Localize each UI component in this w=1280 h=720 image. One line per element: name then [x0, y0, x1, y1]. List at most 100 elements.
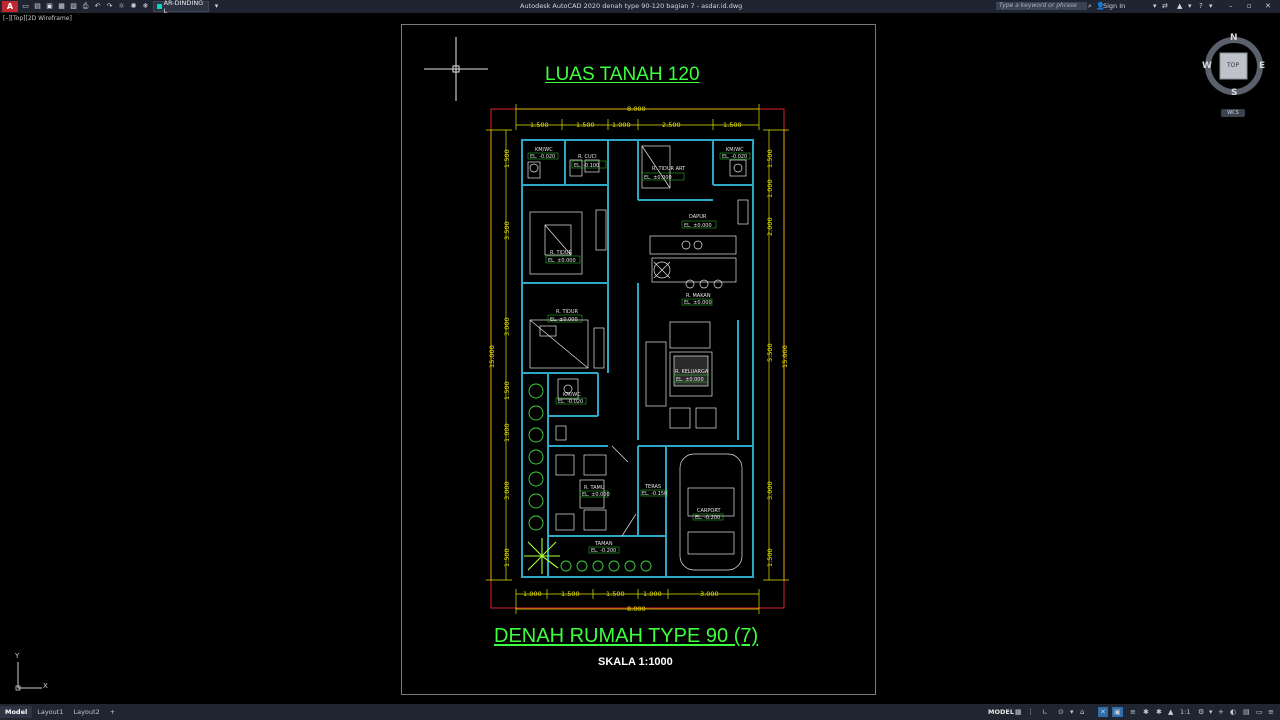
chevron-down-icon[interactable]: ▾: [214, 2, 219, 10]
room-tidur-art-label: R. TIDUR ART: [652, 166, 686, 172]
open-folder-icon[interactable]: ▤: [34, 2, 41, 10]
room-cuci-label: R. CUCI: [578, 154, 597, 160]
auto-scale-icon[interactable]: ✱: [1156, 708, 1162, 716]
chevron-down-icon[interactable]: ▾: [1209, 708, 1213, 716]
room-carport-elevation: EL. -0.200: [695, 515, 720, 521]
search-input[interactable]: Type a keyword or phrase: [996, 2, 1087, 10]
hardware-acceleration-icon[interactable]: ▤: [1243, 708, 1250, 716]
room-taman-label: TAMAN: [594, 541, 613, 547]
exchange-icon[interactable]: ⇄: [1162, 2, 1168, 10]
dim-left-7: 1.500: [503, 548, 511, 567]
compass-south[interactable]: S: [1231, 88, 1238, 98]
web-mobile-icon[interactable]: ▧: [70, 2, 77, 10]
maximize-icon[interactable]: ▫: [1247, 2, 1252, 10]
freeze-icon[interactable]: ❄: [142, 2, 149, 10]
room-tamu-label: R. TAMU: [584, 485, 605, 491]
lightbulb-icon[interactable]: ☼: [118, 2, 125, 10]
grid-icon[interactable]: ▦: [1015, 708, 1022, 716]
new-file-icon[interactable]: ▭: [22, 2, 29, 10]
dim-right-total: 15.000: [781, 345, 789, 368]
room-taman-elevation: EL. -0.200: [591, 548, 616, 554]
crosshair-cursor: [424, 37, 488, 101]
compass-north[interactable]: N: [1230, 33, 1238, 43]
chevron-down-icon[interactable]: ▾: [1188, 2, 1192, 10]
chevron-down-icon[interactable]: ▾: [1070, 708, 1074, 716]
save-as-icon[interactable]: ▦: [58, 2, 65, 10]
ucs-x-label: X: [43, 682, 48, 690]
room-tidur-art-elevation: EL. ±0.000: [644, 175, 672, 181]
add-layout-button[interactable]: +: [109, 708, 116, 716]
customization-icon[interactable]: ≡: [1268, 708, 1274, 716]
viewport-controls[interactable]: [–][Top][2D Wireframe]: [3, 15, 72, 22]
room-dapur-label: DAPUR: [689, 214, 707, 220]
dim-top-5: 1.500: [723, 121, 742, 129]
dim-right-4: 5.500: [766, 343, 774, 362]
otrack-icon[interactable]: ▣: [1112, 707, 1123, 717]
sun-icon[interactable]: ✺: [130, 2, 137, 10]
dim-bottom-total: 8.000: [627, 605, 646, 613]
annotation-visibility-icon[interactable]: ✱: [1143, 708, 1149, 716]
isolate-icon[interactable]: ◐: [1230, 708, 1237, 716]
plus-icon[interactable]: +: [1218, 708, 1224, 716]
annotation-scale-icon[interactable]: ▲: [1168, 708, 1174, 716]
room-carport-label: CARPORT: [697, 508, 721, 514]
gear-icon[interactable]: ⚙: [1198, 708, 1205, 716]
dim-right-5: 3.000: [766, 481, 774, 500]
room-makan-label: R. MAKAN: [686, 293, 711, 299]
dim-top-2: 1.500: [576, 121, 595, 129]
dim-left-5: 1.000: [503, 423, 511, 442]
chevron-down-icon[interactable]: ▾: [1209, 2, 1213, 10]
room-makan-elevation: EL. ±0.000: [684, 300, 712, 306]
furniture: [527, 145, 749, 571]
dim-left-1: 1.500: [503, 149, 511, 168]
clean-screen-icon[interactable]: ▭: [1256, 708, 1263, 716]
plot-icon[interactable]: ⎙: [82, 2, 89, 10]
quick-access-toolbar: A ▭ ▤ ▣ ▦ ▧ ⎙ ↶ ↷ ☼ ✺ ❄ AR-DINDING L ▾: [0, 0, 221, 15]
undo-icon[interactable]: ↶: [94, 2, 101, 10]
tab-layout2[interactable]: Layout2: [73, 708, 100, 716]
dim-right-2: 1.000: [766, 179, 774, 198]
osnap-icon[interactable]: ✕: [1098, 707, 1108, 717]
walls: [521, 139, 754, 578]
close-icon[interactable]: ✕: [1265, 2, 1271, 10]
isodraft-icon[interactable]: ⌂: [1080, 708, 1085, 716]
dim-top-3: 1.000: [612, 121, 631, 129]
lineweight-icon[interactable]: ≡: [1130, 708, 1136, 716]
save-icon[interactable]: ▣: [46, 2, 53, 10]
redo-icon[interactable]: ↷: [106, 2, 113, 10]
tab-layout1[interactable]: Layout1: [37, 708, 64, 716]
drawing-title-main: DENAH RUMAH TYPE 90 (7): [494, 625, 759, 647]
compass-west[interactable]: W: [1202, 61, 1212, 71]
user-icon[interactable]: 👤: [1096, 2, 1105, 10]
layer-dropdown[interactable]: AR-DINDING L: [153, 0, 209, 15]
sign-in-button[interactable]: Sign In: [1103, 2, 1126, 10]
chevron-down-icon[interactable]: ▾: [1153, 2, 1157, 10]
ortho-icon[interactable]: ∟: [1042, 708, 1048, 716]
snap-icon[interactable]: ⋮: [1027, 708, 1034, 716]
dim-top-1: 1.500: [530, 121, 549, 129]
dim-left-2: 3.500: [503, 221, 511, 240]
dim-left-4: 1.500: [503, 381, 511, 400]
compass-east[interactable]: E: [1259, 61, 1266, 71]
polar-icon[interactable]: ⊙: [1058, 708, 1064, 716]
wcs-menu[interactable]: WCS: [1221, 109, 1245, 117]
dim-bottom-2: 1.500: [561, 590, 580, 598]
minimize-icon[interactable]: –: [1229, 2, 1233, 10]
annotation-scale-value[interactable]: 1:1: [1180, 708, 1191, 716]
model-space-toggle[interactable]: MODEL: [988, 708, 1014, 716]
ucs-icon: Y X: [10, 652, 54, 694]
room-km3-label: KM/WC: [563, 392, 581, 398]
help-icon[interactable]: ?: [1199, 2, 1203, 10]
autocad-logo-button[interactable]: A: [2, 1, 18, 12]
window-title: Autodesk AutoCAD 2020 denah type 90-120 …: [520, 2, 743, 10]
dim-right-1: 1.500: [766, 149, 774, 168]
view-cube-top-face[interactable]: TOP: [1227, 62, 1240, 69]
search-icon[interactable]: ⌕: [1088, 2, 1092, 10]
dimension-lines: [486, 104, 789, 614]
a360-icon[interactable]: ▲: [1177, 2, 1183, 10]
tab-model[interactable]: Model: [0, 706, 33, 718]
room-km2-elevation: EL. -0.020: [722, 154, 747, 160]
view-cube[interactable]: N S E W TOP: [1201, 31, 1267, 98]
room-km1-elevation: EL. -0.020: [530, 154, 555, 160]
